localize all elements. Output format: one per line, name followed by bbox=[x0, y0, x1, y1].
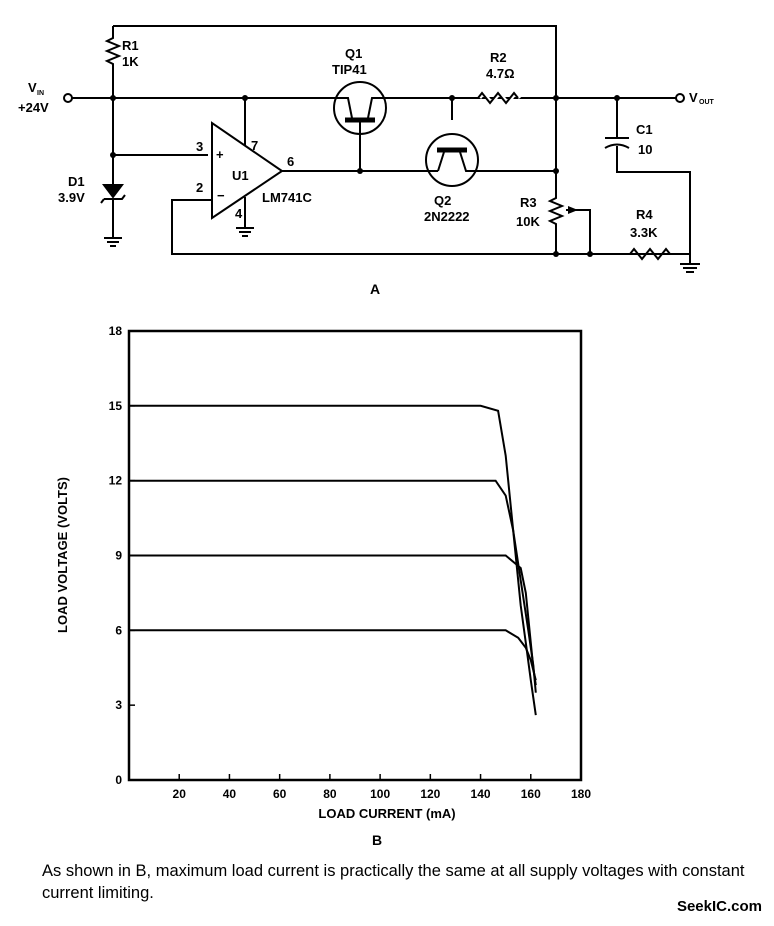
r2-value: 4.7Ω bbox=[486, 66, 515, 81]
r1-to-plus-wire bbox=[112, 98, 208, 156]
r1-resistor bbox=[104, 26, 122, 98]
q1-name: Q1 bbox=[345, 46, 362, 61]
vin-terminal bbox=[63, 93, 73, 103]
pin6-label: 6 bbox=[287, 154, 294, 169]
schematic-labels: R1 1K V IN +24V D1 3.9V Q1 TIP41 R2 4.7Ω… bbox=[18, 38, 715, 297]
vin-value: +24V bbox=[18, 100, 49, 115]
feedback-wire bbox=[171, 199, 690, 255]
r4-name: R4 bbox=[636, 207, 653, 222]
vin-label: V bbox=[28, 80, 37, 95]
ground-icon bbox=[104, 237, 122, 247]
y-tick-label: 3 bbox=[115, 698, 122, 712]
x-tick-label: 60 bbox=[273, 787, 287, 801]
op-amp-u1 bbox=[211, 121, 284, 220]
r4-resistor bbox=[629, 247, 671, 261]
panel-label-b: B bbox=[372, 832, 382, 848]
x-tick-label: 40 bbox=[223, 787, 237, 801]
series-line-3 bbox=[129, 554, 537, 686]
r3-potentiometer bbox=[547, 98, 565, 254]
panel-label-a: A bbox=[370, 281, 380, 297]
r1-value: 1K bbox=[122, 54, 139, 69]
pin2-label: 2 bbox=[196, 180, 203, 195]
y-tick-label: 12 bbox=[109, 474, 123, 488]
r4-value: 3.3K bbox=[630, 225, 658, 240]
x-tick-label: 180 bbox=[571, 787, 591, 801]
r1-name: R1 bbox=[122, 38, 139, 53]
q2-transistor bbox=[425, 133, 479, 187]
vout-label: V bbox=[689, 90, 698, 105]
d1-value: 3.9V bbox=[58, 190, 85, 205]
u1-part: LM741C bbox=[262, 190, 312, 205]
y-tick-label: 9 bbox=[115, 549, 122, 563]
q1-part: TIP41 bbox=[332, 62, 367, 77]
pin4-label: 4 bbox=[235, 206, 243, 221]
vout-subscript: OUT bbox=[699, 99, 715, 106]
top-wire bbox=[113, 25, 557, 98]
x-tick-label: 140 bbox=[471, 787, 491, 801]
c1-capacitor bbox=[604, 98, 691, 264]
y-tick-label: 15 bbox=[109, 399, 123, 413]
x-tick-label: 100 bbox=[370, 787, 390, 801]
r3-value: 10K bbox=[516, 214, 540, 229]
c1-value: 10 bbox=[638, 142, 652, 157]
q2-part: 2N2222 bbox=[424, 209, 470, 224]
pin3-label: 3 bbox=[196, 139, 203, 154]
q2-name: Q2 bbox=[434, 193, 451, 208]
x-tick-label: 120 bbox=[420, 787, 440, 801]
watermark: SeekIC.com bbox=[676, 898, 762, 915]
vout-terminal bbox=[675, 93, 685, 103]
y-axis-label: LOAD VOLTAGE (VOLTS) bbox=[55, 477, 70, 633]
x-axis-label: LOAD CURRENT (mA) bbox=[318, 806, 455, 821]
r2-name: R2 bbox=[490, 50, 507, 65]
minus-sign: − bbox=[217, 188, 225, 203]
r2-resistor bbox=[477, 91, 519, 105]
x-tick-label: 80 bbox=[323, 787, 337, 801]
chart: 20 40 60 80 100 120 140 160 180 0 3 6 9 12 15 18 LOAD C… bbox=[55, 324, 591, 848]
x-tick-label: 160 bbox=[521, 787, 541, 801]
schematic bbox=[63, 25, 700, 273]
series-line-4 bbox=[129, 629, 537, 681]
y-tick-label: 6 bbox=[115, 623, 122, 637]
d1-name: D1 bbox=[68, 174, 85, 189]
u1-name: U1 bbox=[232, 168, 249, 183]
c1-name: C1 bbox=[636, 122, 653, 137]
vin-subscript: IN bbox=[37, 90, 44, 97]
y-tick-label: 18 bbox=[109, 324, 123, 338]
y-tick-label: 0 bbox=[115, 773, 122, 787]
plus-sign: + bbox=[216, 147, 224, 162]
pin7-label: 7 bbox=[251, 138, 258, 153]
figure-caption: As shown in B, maximum load current is p… bbox=[42, 862, 745, 902]
r3-name: R3 bbox=[520, 195, 537, 210]
series-line-2 bbox=[129, 479, 537, 693]
ground-icon bbox=[236, 227, 254, 237]
x-tick-label: 20 bbox=[173, 787, 187, 801]
ground-icon bbox=[680, 263, 700, 273]
series-line-1 bbox=[129, 404, 537, 716]
d1-zener bbox=[102, 184, 124, 199]
